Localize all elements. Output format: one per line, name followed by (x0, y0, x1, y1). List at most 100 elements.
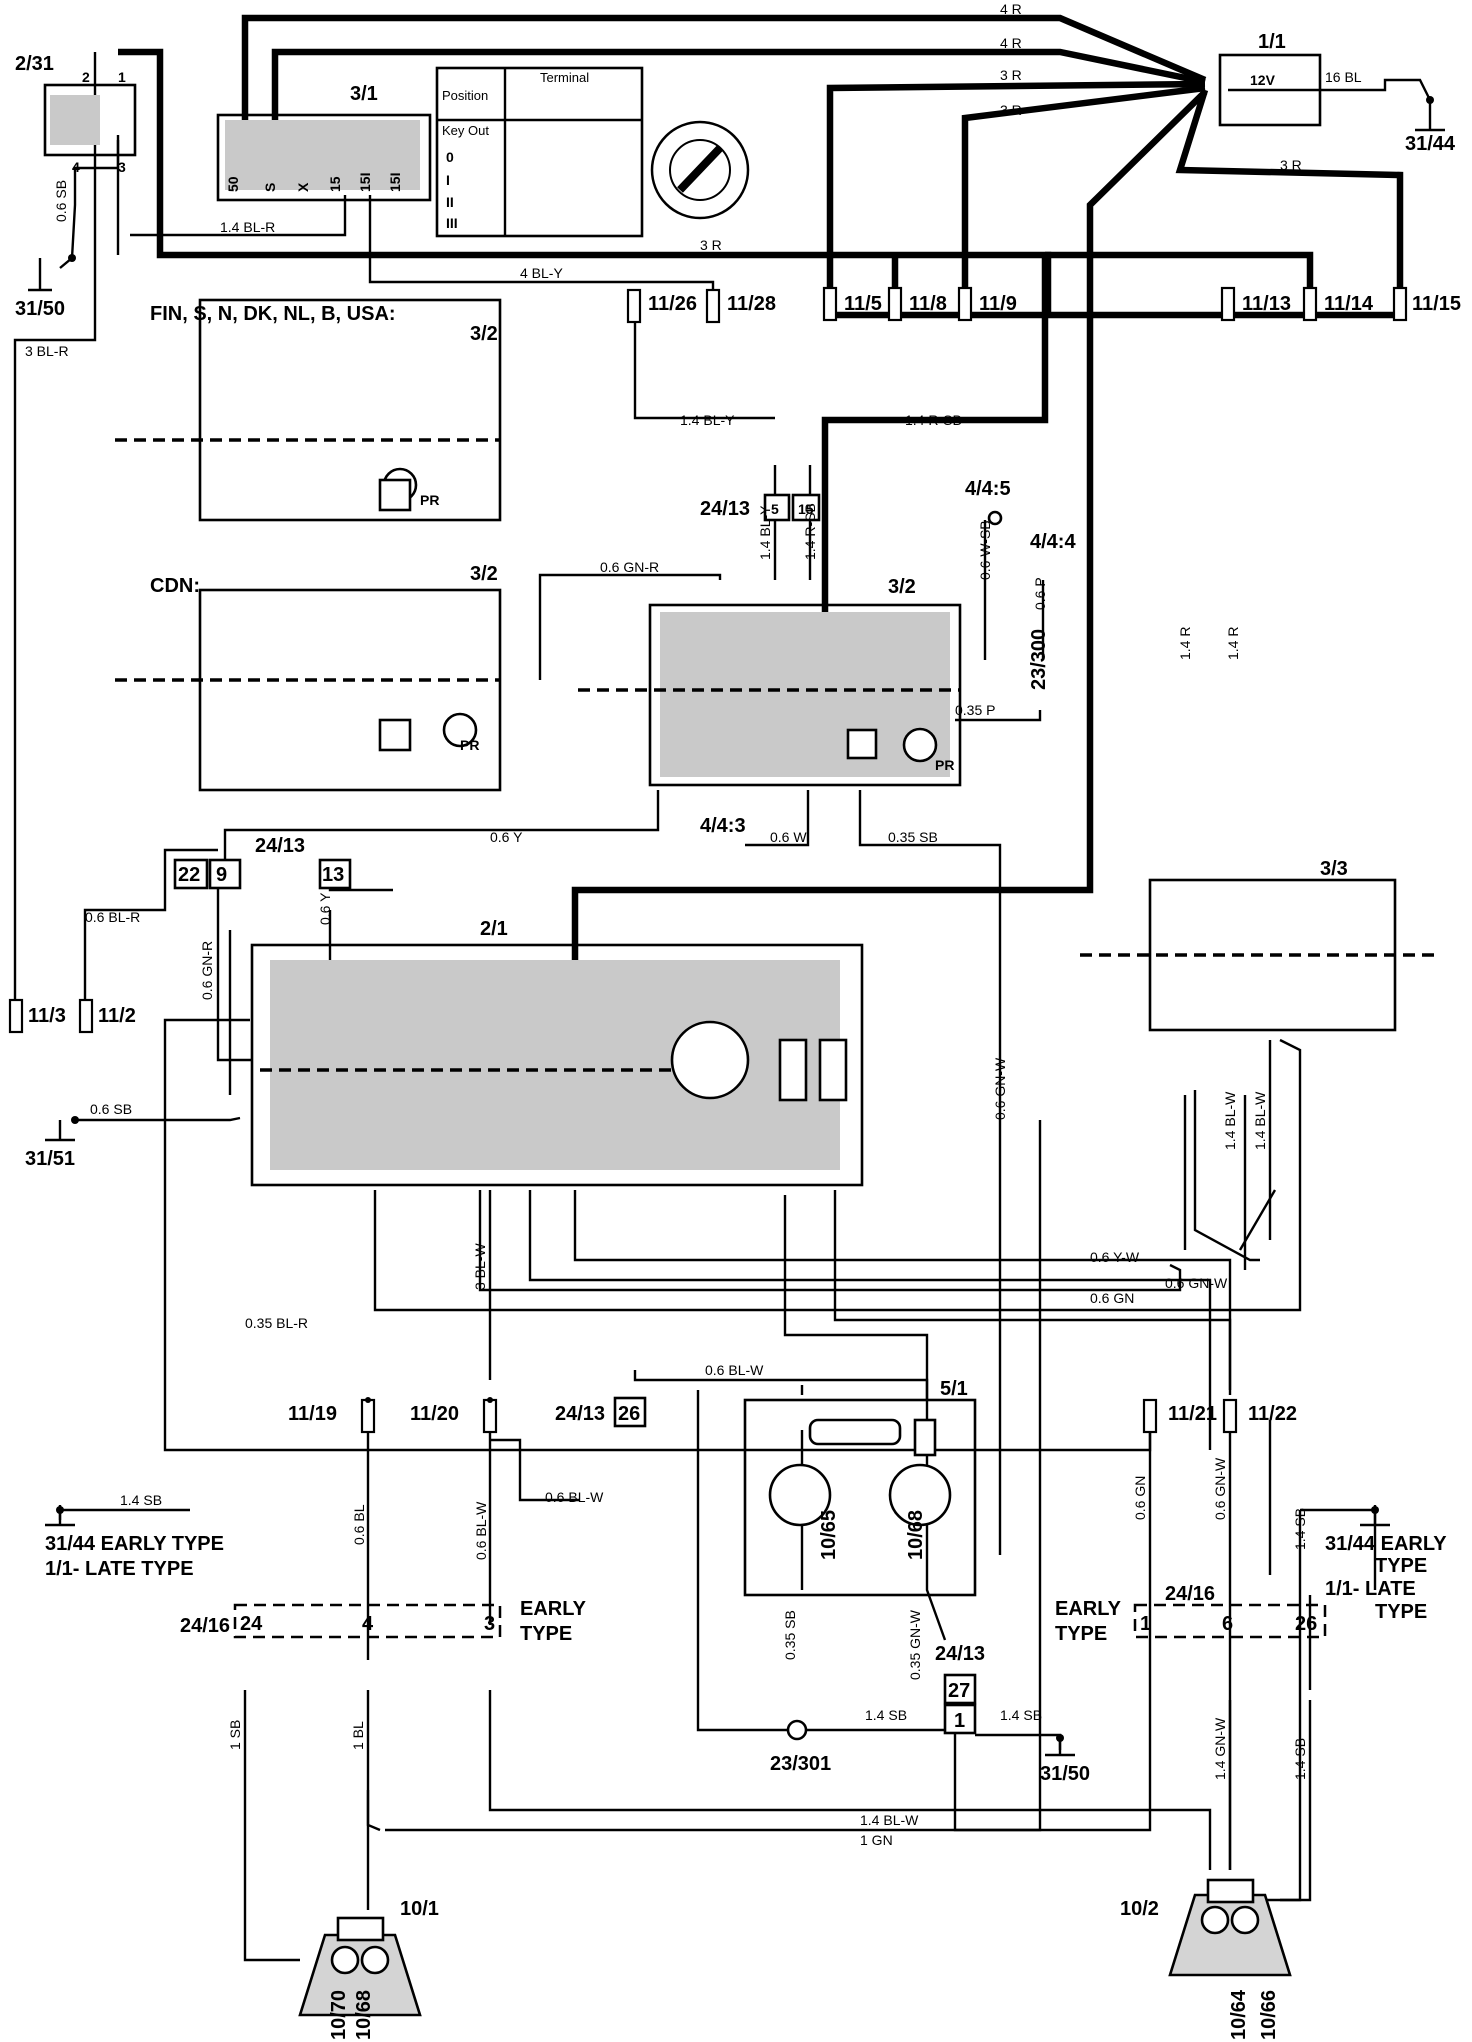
svg-text:11/3: 11/3 (28, 1005, 66, 1027)
svg-text:0.6 GN-W: 0.6 GN-W (1212, 1457, 1228, 1520)
svg-text:3 R: 3 R (1000, 67, 1022, 83)
battery-1-1: 1/1 12V (1218, 31, 1322, 127)
svg-text:II: II (446, 194, 454, 210)
svg-text:1.4 BL-R: 1.4 BL-R (220, 219, 275, 235)
svg-text:31/50: 31/50 (1040, 1763, 1090, 1785)
svg-text:1.4 BL-Y: 1.4 BL-Y (680, 412, 735, 428)
svg-text:0.6 Y: 0.6 Y (317, 892, 333, 925)
svg-text:3 R: 3 R (700, 237, 722, 253)
svg-text:23/300: 23/300 (1028, 629, 1050, 690)
switch-3-2-cdn: CDN: 3/2 PR (115, 563, 502, 792)
switch-3-2-main: 3/2 PR (578, 576, 962, 787)
svg-text:EARLY: EARLY (1055, 1598, 1122, 1620)
svg-text:0.6 GN-W: 0.6 GN-W (1165, 1275, 1228, 1291)
svg-text:11/15: 11/15 (1412, 293, 1461, 315)
connector-24-13-top: 24/13 5 15 (700, 493, 821, 522)
svg-text:3 R: 3 R (1000, 102, 1022, 118)
svg-text:1.4 BL-W: 1.4 BL-W (1252, 1091, 1268, 1150)
svg-text:TYPE: TYPE (1375, 1555, 1427, 1577)
lamp-10-1: 10/1 10/70 10/68 (298, 1898, 439, 2040)
lamp-10-2: 10/2 10/64 10/66 (1120, 1878, 1292, 2040)
svg-text:10/65: 10/65 (818, 1510, 840, 1560)
svg-text:1.4 R-SB: 1.4 R-SB (905, 412, 962, 428)
svg-text:3 BL-W: 3 BL-W (472, 1243, 488, 1290)
svg-text:TYPE: TYPE (1055, 1623, 1107, 1645)
fuses-left: 11/3 11/2 (8, 998, 136, 1034)
svg-text:0.6 W-SB: 0.6 W-SB (977, 520, 993, 580)
svg-text:0.35 SB: 0.35 SB (782, 1610, 798, 1660)
svg-text:1.4 SB: 1.4 SB (865, 1707, 907, 1723)
svg-text:13: 13 (322, 864, 344, 886)
svg-text:0.35 P: 0.35 P (955, 702, 995, 718)
svg-text:10/2: 10/2 (1120, 1898, 1159, 1920)
ignition-table: Position Terminal Key Out 0 I II III (435, 66, 644, 238)
svg-text:4/4:3: 4/4:3 (700, 815, 746, 837)
svg-text:0.6 SB: 0.6 SB (90, 1101, 132, 1117)
svg-text:FIN, S, N, DK, NL, B, USA:: FIN, S, N, DK, NL, B, USA: (150, 303, 396, 325)
svg-text:EARLY: EARLY (520, 1598, 587, 1620)
svg-text:3/2: 3/2 (470, 323, 498, 345)
ground-31-50-label: 31/50 (15, 298, 65, 320)
svg-text:3: 3 (484, 1613, 495, 1635)
svg-text:23/301: 23/301 (770, 1753, 831, 1775)
svg-text:TYPE: TYPE (520, 1623, 572, 1645)
svg-text:0: 0 (446, 149, 454, 165)
svg-text:Position: Position (442, 88, 488, 103)
svg-text:1.4 SB: 1.4 SB (1292, 1738, 1308, 1780)
ignition-switch-3-1: 3/1 50 S X 15 15I 15I (216, 83, 432, 202)
svg-text:31/51: 31/51 (25, 1148, 75, 1170)
ground-31-50-top: 31/50 (15, 258, 65, 320)
svg-text:6: 6 (1222, 1613, 1233, 1635)
svg-text:0.6 GN-W: 0.6 GN-W (992, 1057, 1008, 1120)
svg-text:24/16: 24/16 (180, 1615, 230, 1637)
svg-text:2/1: 2/1 (480, 918, 508, 940)
svg-text:10/68: 10/68 (905, 1510, 927, 1560)
svg-text:1.4 R-SB: 1.4 R-SB (802, 503, 818, 560)
connector-24-13-26: 24/13 26 (555, 1396, 647, 1428)
svg-text:31/44 EARLY: 31/44 EARLY (1325, 1533, 1447, 1555)
svg-text:1/1- LATE TYPE: 1/1- LATE TYPE (45, 1558, 194, 1580)
connector-24-13-mid: 24/13 22 9 13 (173, 835, 352, 890)
svg-text:24/13: 24/13 (255, 835, 305, 857)
svg-text:0.6 BL-W: 0.6 BL-W (473, 1501, 489, 1560)
svg-text:0.6 BL: 0.6 BL (351, 1504, 367, 1545)
svg-text:CDN:: CDN: (150, 575, 200, 597)
svg-text:1 SB: 1 SB (227, 1720, 243, 1750)
svg-text:24/13: 24/13 (700, 498, 750, 520)
svg-text:1 BL: 1 BL (350, 1721, 366, 1750)
svg-text:1.4 R: 1.4 R (1225, 627, 1241, 660)
svg-text:5/1: 5/1 (940, 1378, 968, 1400)
svg-text:0.35 SB: 0.35 SB (888, 829, 938, 845)
battery-label: 1/1 (1258, 31, 1286, 53)
svg-text:Key Out: Key Out (442, 123, 489, 138)
svg-text:4 R: 4 R (1000, 35, 1022, 51)
svg-text:1 GN: 1 GN (860, 1832, 893, 1848)
svg-text:0.6 BL-W: 0.6 BL-W (705, 1362, 764, 1378)
svg-text:31/44 EARLY TYPE: 31/44 EARLY TYPE (45, 1533, 224, 1555)
connector-24-13-27: 24/13 27 1 (935, 1643, 985, 1735)
connector-24-16-left: 24/16 24 4 3 EARLY TYPE (180, 1598, 587, 1645)
svg-text:0.6 GN-R: 0.6 GN-R (600, 559, 659, 575)
svg-text:10/1: 10/1 (400, 1898, 439, 1920)
svg-text:11/26: 11/26 (648, 293, 697, 315)
svg-text:11/8: 11/8 (909, 293, 947, 315)
svg-text:11/22: 11/22 (1248, 1403, 1297, 1425)
relay-2-1: 2/1 (250, 918, 864, 1187)
svg-text:11/20: 11/20 (410, 1403, 459, 1425)
svg-text:3/2: 3/2 (470, 563, 498, 585)
ground-31-44-right: 31/44 EARLY TYPE 1/1- LATE TYPE (1325, 1505, 1447, 1623)
svg-text:22: 22 (178, 864, 200, 886)
svg-text:0.6 GN-R: 0.6 GN-R (199, 941, 215, 1000)
svg-text:11/14: 11/14 (1324, 293, 1374, 315)
svg-text:5: 5 (771, 501, 779, 517)
ground-31-50-bottom: 31/50 (1040, 1738, 1090, 1785)
svg-text:X: X (295, 182, 311, 192)
svg-text:9: 9 (216, 864, 227, 886)
svg-text:12V: 12V (1250, 72, 1276, 88)
lamp-unit-5-1: 5/1 10/65 10/68 (743, 1378, 977, 1597)
svg-text:24: 24 (240, 1613, 263, 1635)
junction-dots (56, 96, 1434, 1742)
svg-text:3/2: 3/2 (888, 576, 916, 598)
connector-24-16-right: 24/16 1 6 26 EARLY TYPE (1055, 1583, 1327, 1645)
svg-text:4/4:5: 4/4:5 (965, 478, 1011, 500)
